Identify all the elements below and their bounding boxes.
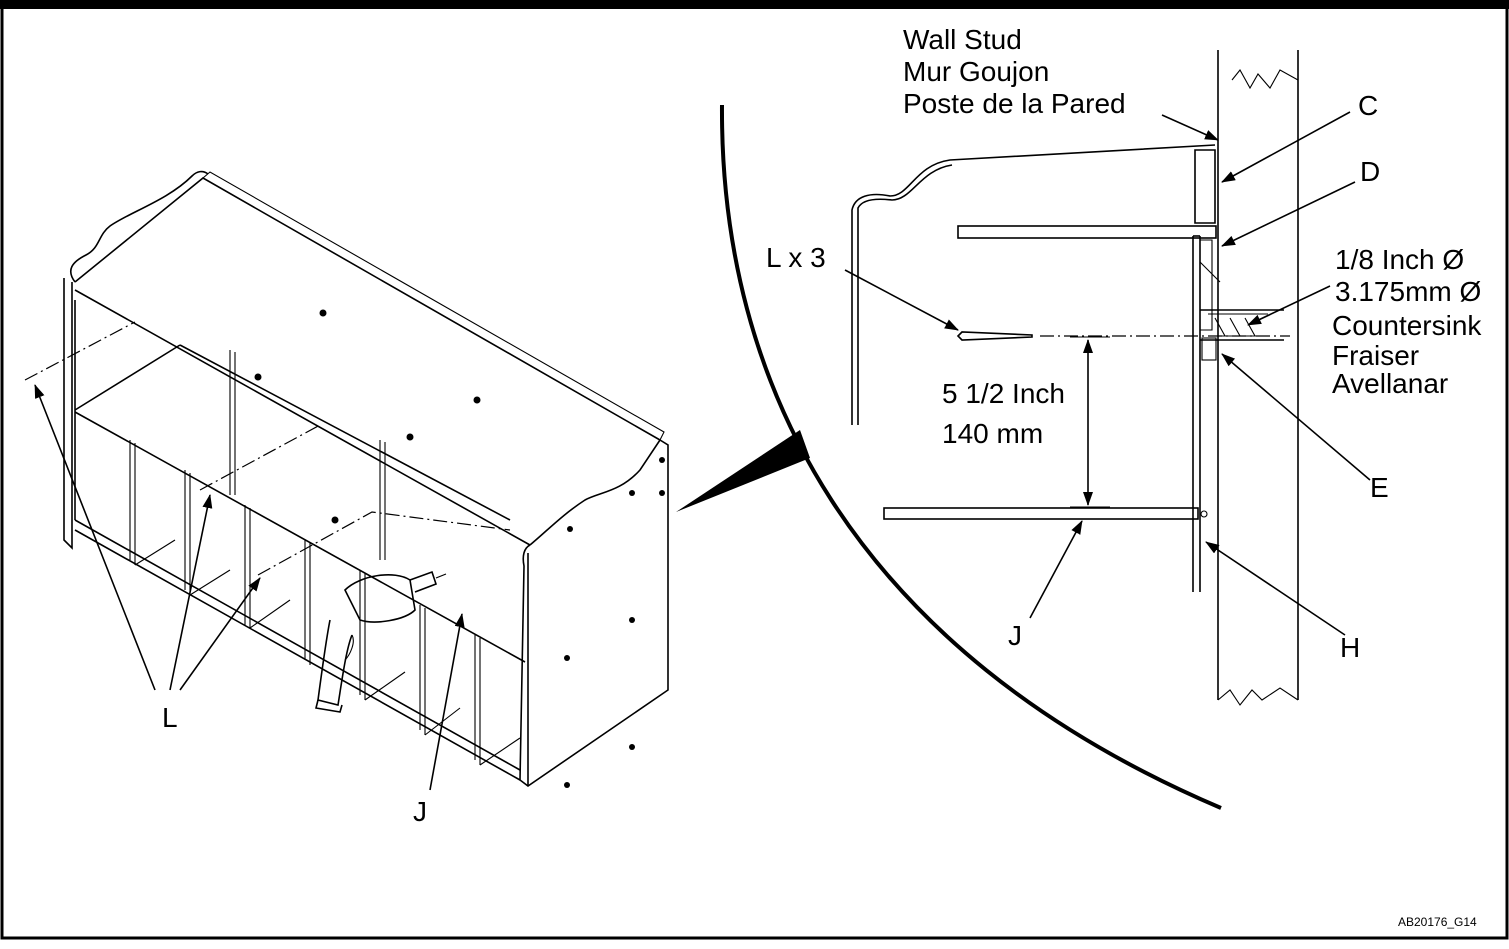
- label-screw-l-x3: L x 3: [766, 242, 826, 273]
- label-countersink-es: Avellanar: [1332, 368, 1449, 399]
- label-drill-size-in: 1/8 Inch Ø: [1335, 244, 1465, 275]
- cubby-shelf: [24, 170, 669, 788]
- figure-code: AB20176_G14: [1398, 915, 1477, 929]
- label-countersink-en: Countersink: [1332, 310, 1482, 341]
- label-spacing-mm: 140 mm: [942, 418, 1044, 449]
- label-part-e: E: [1370, 472, 1389, 503]
- label-drill-size-mm: 3.175mm Ø: [1335, 276, 1482, 307]
- label-part-d: D: [1360, 156, 1381, 187]
- label-part-j-main: J: [413, 796, 427, 827]
- label-wall-stud-en: Wall Stud: [903, 24, 1022, 55]
- label-countersink-fr: Fraiser: [1332, 340, 1420, 371]
- label-wall-stud-es: Poste de la Pared: [903, 88, 1126, 119]
- label-part-c: C: [1358, 90, 1379, 121]
- detail-view: [719, 50, 1299, 810]
- label-part-h: H: [1340, 632, 1361, 663]
- label-part-l: L: [162, 702, 178, 733]
- power-drill: [315, 570, 447, 713]
- label-part-j-detail: J: [1008, 620, 1022, 651]
- label-wall-stud-fr: Mur Goujon: [903, 56, 1050, 87]
- label-spacing-in: 5 1/2 Inch: [942, 378, 1065, 409]
- callout-wedge: [676, 430, 810, 512]
